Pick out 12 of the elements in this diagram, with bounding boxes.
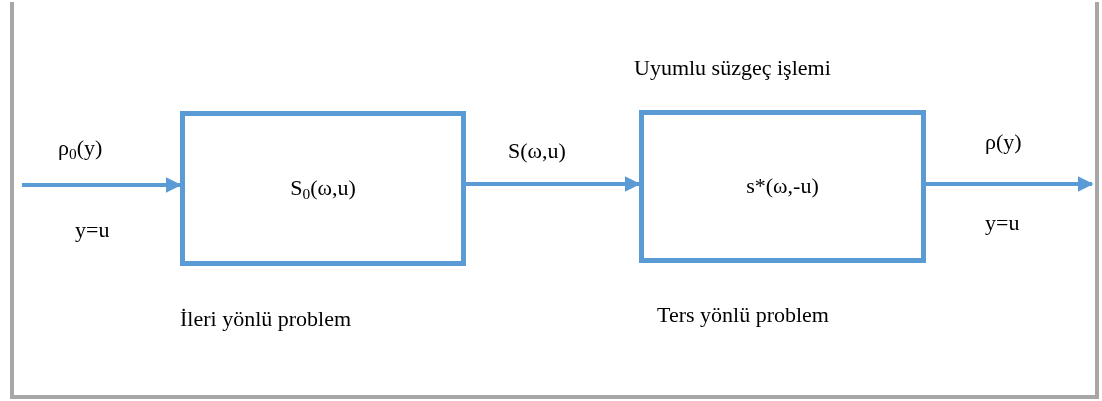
signal-label: y=u <box>75 218 110 243</box>
node-label: İleri yönlü problem <box>180 307 352 332</box>
box-label: s*(ω,-u) <box>746 174 819 199</box>
arrow <box>22 177 182 193</box>
node-label: Uyumlu süzgeç işlemi <box>634 56 831 81</box>
process-box <box>639 110 926 263</box>
box-label: S$_{0}$(ω,u) <box>290 176 356 201</box>
node-label: Ters yönlü problem <box>657 303 829 328</box>
signal-label: y=u <box>985 211 1020 236</box>
arrow <box>466 176 641 192</box>
arrow <box>926 176 1094 192</box>
process-box <box>180 111 466 266</box>
